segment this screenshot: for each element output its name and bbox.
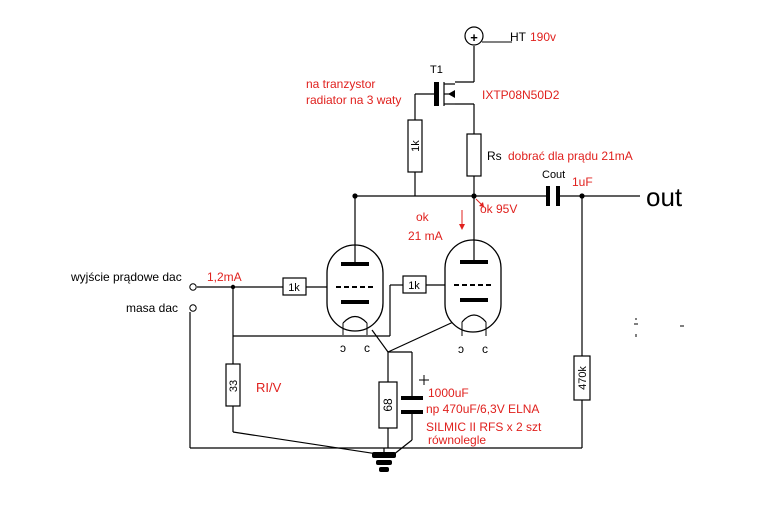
ht-label: HT xyxy=(510,30,527,44)
triode-left: ᴐ ᴄ xyxy=(326,244,384,355)
ground-label: masa dac xyxy=(126,301,178,315)
transistor-part: IXTP08N50D2 xyxy=(482,88,560,102)
resistor-33-note: RI/V xyxy=(256,380,282,395)
resistor-1k-gate: 1k xyxy=(407,119,423,173)
resistor-68-cathode: 68 xyxy=(378,381,398,429)
ok-current-1: ok xyxy=(416,210,430,224)
input-label: wyjście prądowe dac xyxy=(70,270,182,284)
resistor-rs: Rs dobrać dla prądu 21mA xyxy=(466,133,633,177)
resistor-470k: 470k xyxy=(573,355,591,401)
resistor-68-label: 68 xyxy=(381,398,395,412)
resistor-1k-gate-label: 1k xyxy=(410,140,422,152)
rs-label: Rs xyxy=(487,149,502,163)
transistor-note-2: radiator na 3 waty xyxy=(306,93,401,107)
resistor-1k-grid-left: 1k xyxy=(282,277,307,296)
svg-text:ᴄ: ᴄ xyxy=(482,342,488,356)
input-terminals: wyjście prądowe dac 1,2mA masa dac xyxy=(70,270,242,315)
cap-note-1: np 470uF/6,3V ELNA xyxy=(426,402,539,416)
svg-text:ᴐ: ᴐ xyxy=(340,341,346,355)
cap-note-3: równolegle xyxy=(428,433,486,447)
output-label: out xyxy=(646,182,683,212)
junction-dots xyxy=(230,193,585,290)
resistor-33-label: 33 xyxy=(228,380,240,392)
capacitor-cout: Cout 1uF xyxy=(542,169,593,206)
ground-icon xyxy=(372,452,396,472)
resistor-grid-right-label: 1k xyxy=(408,280,420,292)
svg-text:ᴐ: ᴐ xyxy=(458,342,464,356)
resistor-1k-grid-right: 1k xyxy=(402,275,427,294)
ok-voltage: ok 95V xyxy=(480,202,517,216)
transistor-ref: T1 xyxy=(430,64,443,76)
plus-symbol: + xyxy=(470,30,478,45)
capacitor-cathode: 1000uF np 470uF/6,3V ELNA SILMIC II RFS … xyxy=(401,375,542,447)
ht-voltage: 190v xyxy=(530,30,556,44)
triode-right: ᴐ ᴄ xyxy=(444,239,502,356)
cout-value: 1uF xyxy=(572,175,593,189)
transistor-t1: T1 IXTP08N50D2 na tranzystor radiator na… xyxy=(306,64,560,107)
cap-value: 1000uF xyxy=(428,386,469,400)
resistor-470k-label: 470k xyxy=(577,366,589,390)
cap-note-2: SILMIC II RFS x 2 szt xyxy=(426,420,542,434)
ok-current-2: 21 mA xyxy=(408,229,443,243)
resistor-33-iv: 33 RI/V xyxy=(225,363,282,407)
crosshair-marks xyxy=(634,318,684,337)
cout-label: Cout xyxy=(542,169,565,181)
input-current: 1,2mA xyxy=(207,270,242,284)
operating-point-notes: ok 95V ok 21 mA xyxy=(408,198,517,243)
transistor-note-1: na tranzystor xyxy=(306,77,375,91)
resistor-grid-left-label: 1k xyxy=(288,282,300,294)
ht-terminal: + HT 190v xyxy=(464,26,556,46)
rs-note: dobrać dla prądu 21mA xyxy=(508,149,633,163)
svg-text:ᴄ: ᴄ xyxy=(364,341,370,355)
